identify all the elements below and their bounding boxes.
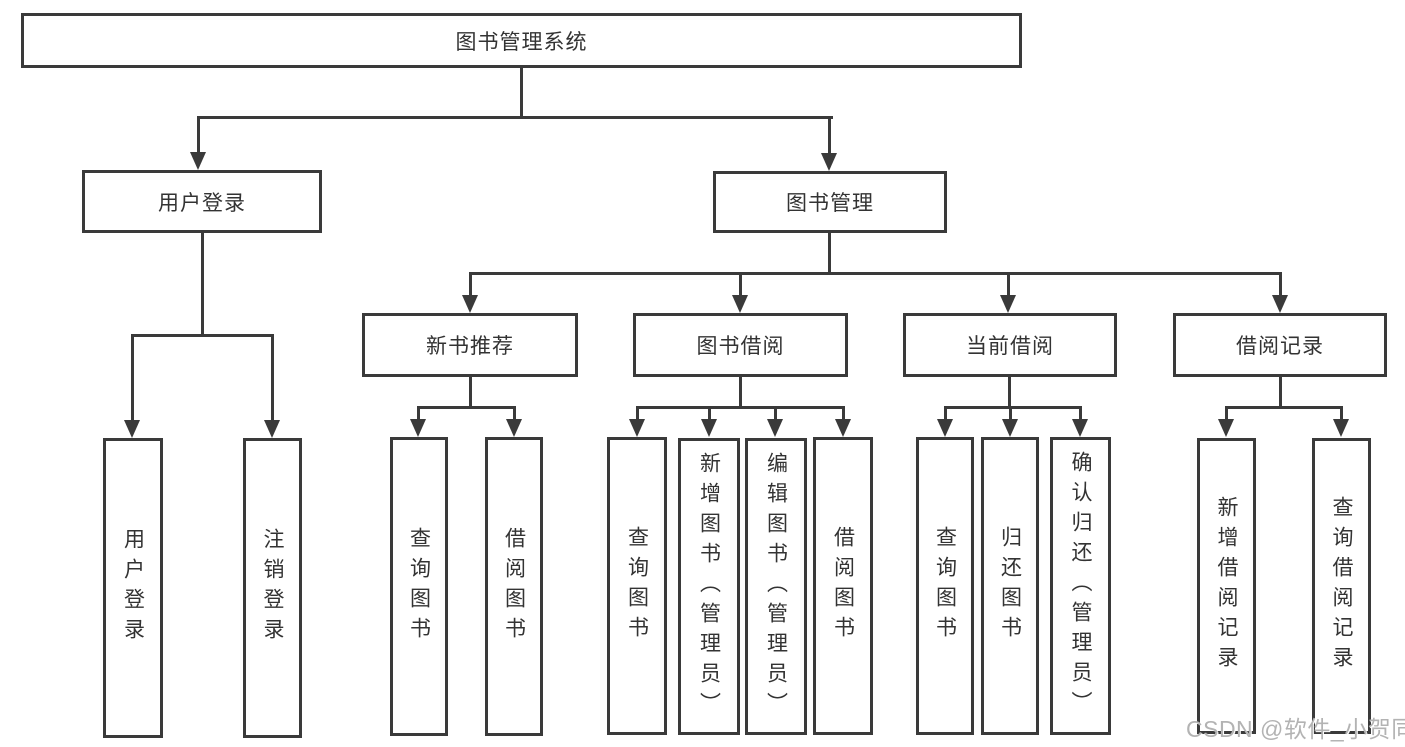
arrowhead: [937, 419, 953, 437]
connector-line: [944, 406, 947, 419]
connector-line: [1007, 272, 1010, 296]
connector-line: [131, 334, 134, 420]
leaf-current-return-books: 归还图书: [981, 437, 1039, 735]
node-label: 查询图书: [407, 526, 431, 647]
leaf-newrec-query-books: 查询图书: [390, 437, 448, 736]
connector-line: [1279, 377, 1282, 408]
node-library-system: 图书管理系统: [21, 13, 1022, 68]
arrowhead: [190, 152, 206, 170]
node-label: 图书借阅: [696, 335, 785, 358]
arrowhead: [1002, 419, 1018, 437]
leaf-current-confirm-return-admin: 确认归还（管理员）: [1050, 437, 1111, 735]
connector-line: [636, 406, 844, 409]
connector-line: [271, 334, 274, 420]
arrowhead: [1072, 419, 1088, 437]
node-label: 查询图书: [933, 526, 957, 646]
node-label: 借阅图书: [831, 526, 855, 646]
connector-line: [513, 406, 516, 419]
connector-line: [417, 406, 516, 409]
node-label: 用户登录: [121, 528, 145, 648]
leaf-borrow-borrow-books: 借阅图书: [813, 437, 873, 735]
arrowhead: [462, 295, 478, 313]
arrowhead: [1218, 419, 1234, 437]
connector-line: [739, 272, 742, 296]
connector-line: [197, 116, 833, 119]
node-book-borrowing: 图书借阅: [633, 313, 848, 377]
arrowhead: [1000, 295, 1016, 313]
connector-line: [774, 406, 777, 419]
connector-line: [1008, 377, 1011, 408]
leaf-newrec-borrow-books: 借阅图书: [485, 437, 543, 736]
node-borrowing-records: 借阅记录: [1173, 313, 1387, 377]
node-user-login: 用户登录: [82, 170, 322, 233]
arrowhead: [835, 419, 851, 437]
arrowhead: [629, 419, 645, 437]
arrowhead: [821, 153, 837, 171]
connector-line: [469, 272, 472, 296]
arrowhead: [732, 295, 748, 313]
connector-line: [1225, 406, 1228, 419]
arrowhead: [410, 419, 426, 437]
leaf-records-add-record: 新增借阅记录: [1197, 438, 1256, 734]
connector-line: [944, 406, 1081, 409]
node-label: 图书管理系统: [455, 30, 588, 54]
arrowhead: [767, 419, 783, 437]
node-new-book-recommend: 新书推荐: [362, 313, 578, 377]
node-label: 查询借阅记录: [1330, 496, 1353, 676]
node-label: 新增借阅记录: [1215, 496, 1238, 676]
connector-line: [842, 406, 845, 419]
connector-line: [1279, 272, 1282, 296]
node-label: 借阅图书: [502, 526, 526, 647]
connector-line: [636, 406, 639, 419]
node-label: 当前借阅: [966, 335, 1054, 358]
arrowhead: [701, 419, 717, 437]
connector-line: [1009, 406, 1012, 419]
node-label: 注销登录: [261, 528, 284, 648]
arrowhead: [1272, 295, 1288, 313]
arrowhead: [124, 420, 140, 438]
leaf-borrow-query-books: 查询图书: [607, 437, 667, 735]
node-book-management: 图书管理: [713, 171, 947, 233]
arrowhead: [1333, 419, 1349, 437]
leaf-records-query-record: 查询借阅记录: [1312, 438, 1371, 734]
connector-line: [417, 406, 420, 419]
node-label: 新增图书（管理员）: [697, 451, 721, 722]
leaf-current-query-books: 查询图书: [916, 437, 974, 735]
node-label: 借阅记录: [1236, 335, 1324, 358]
connector-line: [201, 233, 204, 336]
connector-line: [1340, 406, 1343, 419]
node-label: 图书管理: [786, 192, 874, 215]
connector-line: [1079, 406, 1082, 419]
leaf-borrow-edit-books-admin: 编辑图书（管理员）: [745, 438, 807, 735]
node-label: 新书推荐: [426, 335, 514, 358]
leaf-borrow-add-books-admin: 新增图书（管理员）: [678, 438, 740, 735]
connector-line: [520, 68, 523, 118]
connector-line: [469, 377, 472, 408]
leaf-logout: 注销登录: [243, 438, 302, 738]
connector-line: [739, 377, 742, 408]
node-label: 编辑图书（管理员）: [764, 451, 788, 722]
csdn-watermark: CSDN @软件_小贺同学: [1186, 716, 1405, 742]
arrowhead: [264, 420, 280, 438]
node-label: 查询图书: [625, 526, 649, 646]
arrowhead: [506, 419, 522, 437]
connector-line: [469, 272, 1282, 275]
node-current-borrowing: 当前借阅: [903, 313, 1117, 377]
connector-line: [131, 334, 274, 337]
leaf-user-login: 用户登录: [103, 438, 163, 738]
connector-line: [828, 233, 831, 274]
connector-line: [828, 116, 831, 155]
connector-line: [1225, 406, 1342, 409]
node-label: 确认归还（管理员）: [1069, 451, 1092, 721]
node-label: 归还图书: [998, 526, 1022, 646]
connector-line: [708, 406, 711, 419]
node-label: 用户登录: [158, 191, 246, 215]
connector-line: [197, 116, 200, 154]
